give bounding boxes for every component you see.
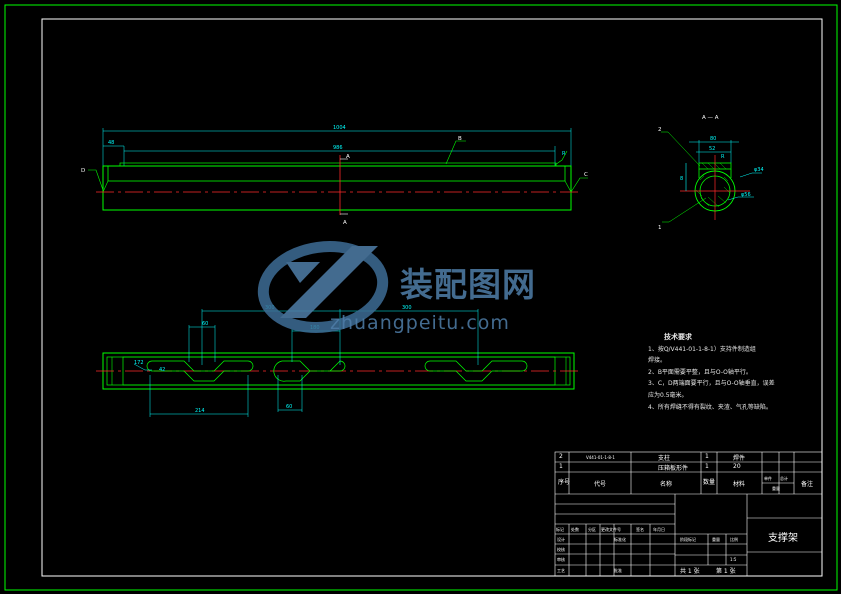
part-row-2-name: 支柱 (658, 455, 671, 462)
note-line: 4、所有焊缝不得有裂纹、夹渣、气孔等缺陷。 (648, 403, 772, 411)
label-B: B (458, 136, 462, 142)
rev-label: 标记 (556, 527, 564, 532)
scale-label: 比例 (730, 537, 738, 542)
section-title: A — A (702, 115, 719, 121)
scale-value: 1:5 (730, 557, 737, 562)
drawing-title: 支撑架 (768, 533, 798, 544)
hdr-total: 总计 (780, 476, 788, 481)
label-D: D (81, 168, 85, 174)
dim-w52: 52 (709, 146, 715, 152)
part-row-1-name: 压箱板形件 (658, 465, 689, 472)
part-row-2-no: 2 (559, 453, 563, 460)
role-label: 校核 (557, 547, 565, 552)
outer-frame (4, 4, 838, 591)
sheet-count: 共 1 张 (680, 568, 700, 575)
dim-phi56: φ56 (741, 192, 751, 198)
rev-label: 更改文件号 (601, 527, 621, 532)
section-view: A — A 80 52 8 φ34 φ56 R 2 1 (658, 115, 764, 231)
dim-h8: 8 (680, 176, 683, 182)
dim-overall: 1004 (333, 125, 346, 131)
dim-r-section: R (721, 154, 725, 160)
note-line: 1、按Q/V441-01-1-8-1）支持件制造组 (648, 345, 756, 353)
part-row-2-code: V441-01-1-8-1 (586, 455, 615, 460)
note-line: 3、C，D两端面要平行，且与O-O轴垂直，误差 (648, 380, 775, 388)
sheet-number: 第 1 张 (716, 568, 736, 575)
dim-r-front: R (562, 151, 566, 157)
hdr-material: 材料 (733, 481, 746, 488)
part-row-2-qty: 1 (705, 453, 709, 460)
part-row-2-material: 焊件 (733, 455, 746, 462)
hdr-no: 序号 (558, 479, 571, 486)
role-label: 工艺 (557, 568, 565, 573)
dim-60-a: 60 (202, 321, 208, 327)
rev-label: 分区 (588, 527, 596, 532)
approve-label: 批准 (614, 568, 622, 573)
label-part-1: 1 (658, 225, 662, 231)
top-view: 300 300 60 180 214 60 172 42 (96, 305, 582, 417)
hdr-weight: 重量 (772, 486, 780, 491)
section-mark-top: A (346, 154, 350, 160)
weight-label: 重量 (712, 537, 720, 542)
rev-label: 签名 (636, 527, 644, 532)
front-view: 1004 48 986 D C B R A A (81, 125, 588, 226)
technical-notes: 技术要求 1、按Q/V441-01-1-8-1）支持件制造组 焊接。 2、B平面… (648, 332, 775, 413)
hdr-code: 代号 (594, 481, 607, 488)
dim-60-b: 60 (286, 404, 292, 410)
part-row-1-no: 1 (559, 463, 563, 470)
rev-label: 处数 (571, 527, 579, 532)
part-row-1-material: 20 (733, 463, 741, 470)
note-line: 焊接。 (648, 357, 667, 365)
dim-phi34: φ34 (754, 167, 764, 173)
stage-label: 阶段标记 (680, 537, 696, 542)
watermark-url: zhuangpeitu.com (330, 312, 510, 334)
hdr-unit: 单件 (764, 476, 772, 481)
dim-214: 214 (195, 408, 205, 414)
notes-title: 技术要求 (664, 333, 692, 341)
dim-left-step: 48 (108, 140, 114, 146)
std-label: 标准化 (614, 537, 626, 542)
title-block (554, 451, 823, 577)
watermark-brand: 装配图网 (400, 265, 536, 304)
section-mark-bottom: A (343, 220, 347, 226)
label-part-2: 2 (658, 127, 662, 133)
hdr-qty: 数量 (703, 479, 716, 486)
label-C: C (584, 172, 588, 178)
hdr-remark: 备注 (801, 481, 814, 488)
dim-42: 42 (159, 367, 165, 373)
dim-172: 172 (134, 360, 144, 366)
inner-frame (41, 18, 823, 577)
role-label: 审核 (557, 557, 565, 562)
dim-300-b: 300 (402, 305, 412, 311)
note-line: 应为0.5毫米。 (648, 391, 688, 399)
part-row-1-qty: 1 (705, 463, 709, 470)
note-line: 2、B平面需要平整，且与O-O轴平行。 (648, 368, 752, 376)
rev-label: 年月日 (653, 527, 665, 532)
hdr-name: 名称 (660, 481, 673, 488)
role-label: 设计 (557, 537, 565, 542)
dim-inner: 986 (333, 145, 343, 151)
dim-w80: 80 (710, 136, 716, 142)
watermark-logo (257, 241, 389, 333)
